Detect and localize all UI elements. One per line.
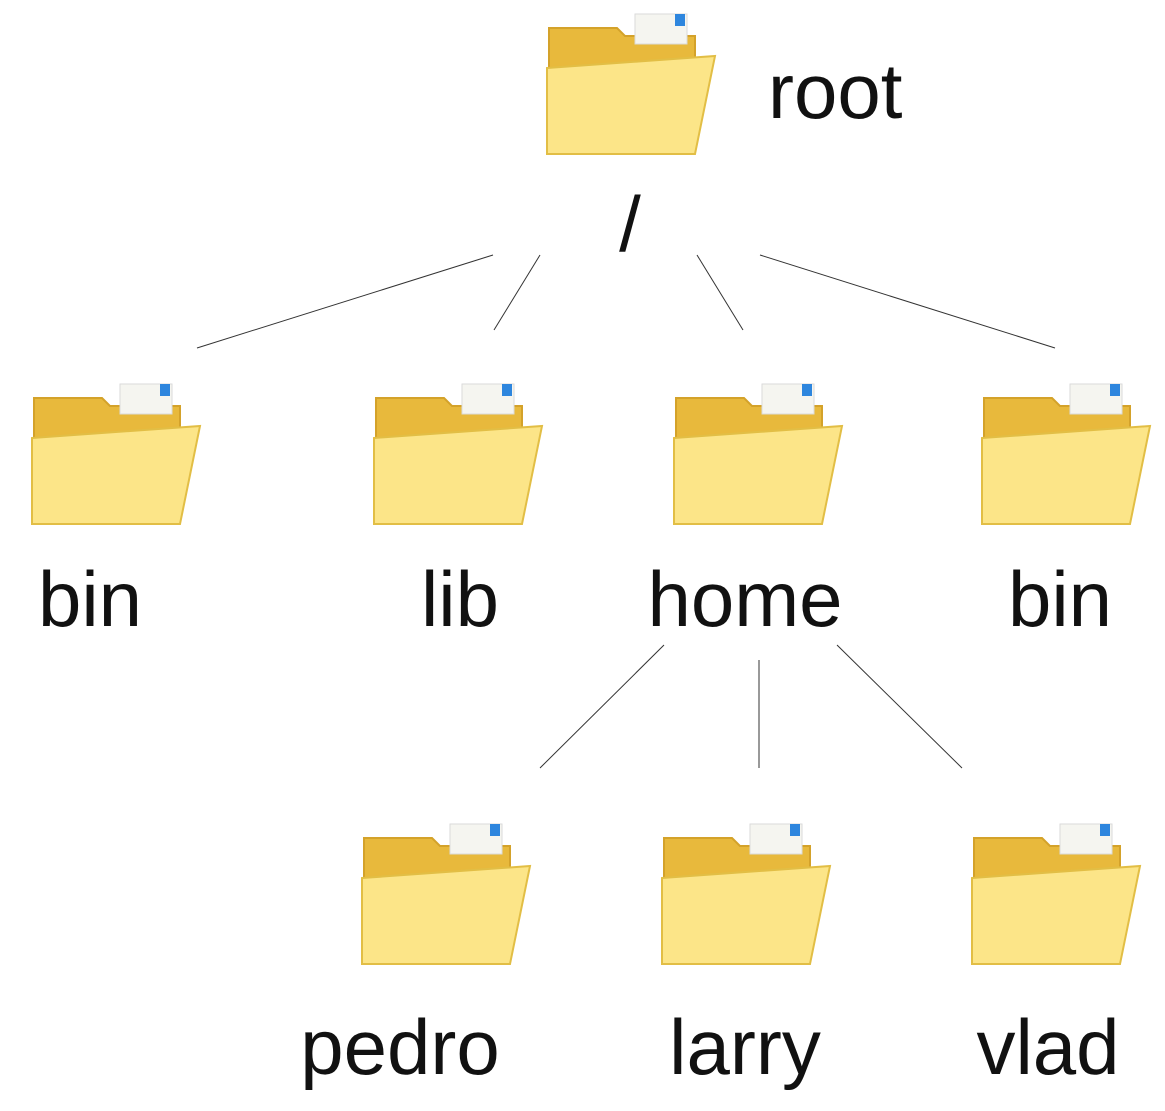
- bin-2-folder-icon[interactable]: [978, 378, 1158, 528]
- folder-icon: [546, 13, 717, 155]
- folder-label-bin: bin: [37, 555, 143, 643]
- vlad-folder-icon[interactable]: [968, 818, 1148, 968]
- folder-icon: [981, 383, 1152, 525]
- folder-icon: [373, 383, 544, 525]
- bin-folder-icon[interactable]: [28, 378, 208, 528]
- folder-icon: [661, 823, 832, 965]
- folder-icon: [673, 383, 844, 525]
- home-folder-icon[interactable]: [670, 378, 850, 528]
- folder-label-lib: lib: [420, 555, 500, 643]
- lib-folder-icon[interactable]: [370, 378, 550, 528]
- folder-icon: [361, 823, 532, 965]
- folder-icon: [31, 383, 202, 525]
- connector-home-vlad: [836, 644, 963, 769]
- root-label: root: [768, 47, 903, 135]
- folder-icon: [971, 823, 1142, 965]
- connector-home-pedro: [539, 644, 665, 769]
- folder-label-larry: larry: [669, 1003, 821, 1091]
- connector-root-lib: [493, 254, 541, 331]
- folder-label-bin-2: bin: [1007, 555, 1113, 643]
- connector-root-bin-2: [759, 254, 1056, 349]
- folder-label-pedro: pedro: [300, 1003, 500, 1091]
- larry-folder-icon[interactable]: [658, 818, 838, 968]
- connector-root-bin: [196, 254, 494, 349]
- root-folder-icon[interactable]: [543, 8, 723, 158]
- folder-label-vlad: vlad: [976, 1003, 1120, 1091]
- root-separator: /: [619, 180, 641, 268]
- pedro-folder-icon[interactable]: [358, 818, 538, 968]
- connector-root-home: [696, 254, 744, 331]
- folder-label-home: home: [647, 555, 843, 643]
